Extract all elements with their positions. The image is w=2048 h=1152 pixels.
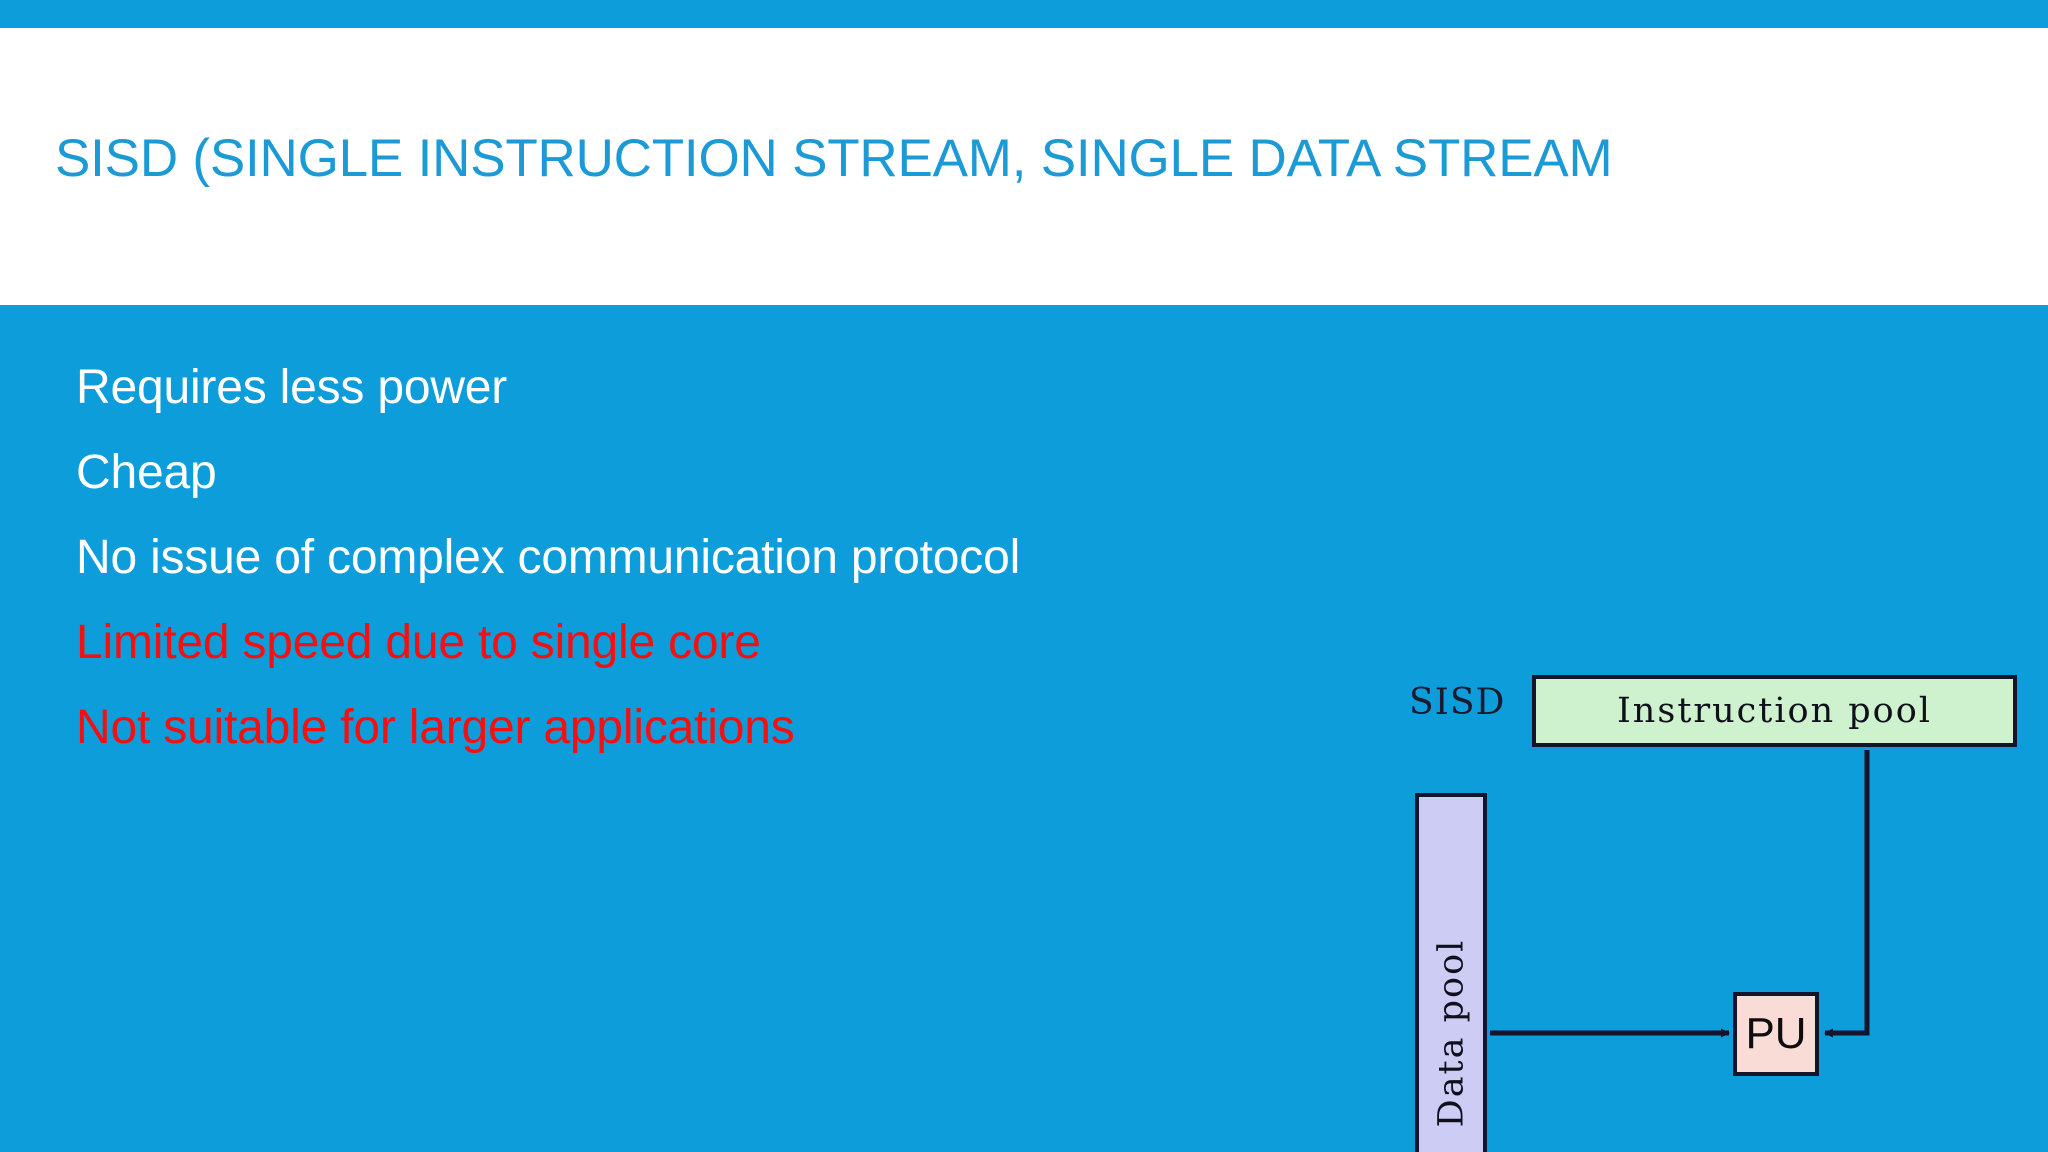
processing-unit-label: PU [1745, 1009, 1807, 1058]
top-accent-bar [0, 0, 2048, 28]
instruction-pool-box: Instruction pool [1532, 675, 2017, 747]
bullet-list: Requires less power Cheap No issue of co… [76, 345, 1256, 770]
diagram-connectors [1490, 750, 1870, 1038]
page-title: SISD (SINGLE INSTRUCTION STREAM, SINGLE … [55, 129, 1613, 188]
arrow-instruction-to-pu [1824, 750, 1870, 1038]
list-item: Limited speed due to single core [76, 616, 761, 669]
slide-body: Requires less power Cheap No issue of co… [0, 305, 2048, 1152]
list-item: Requires less power [76, 361, 508, 414]
diagram-title-label: SISD [1409, 682, 1506, 723]
list-item: Cheap [76, 446, 217, 499]
list-item: Not suitable for larger applications [76, 701, 795, 754]
sisd-architecture-diagram: SISD Instruction pool Data pool PU [1395, 660, 2035, 1152]
data-pool-box: Data pool [1415, 793, 1487, 1152]
instruction-pool-label: Instruction pool [1616, 691, 1932, 731]
processing-unit-box: PU [1733, 992, 1819, 1076]
list-item: No issue of complex communication protoc… [76, 531, 1021, 584]
title-band [0, 28, 2048, 305]
